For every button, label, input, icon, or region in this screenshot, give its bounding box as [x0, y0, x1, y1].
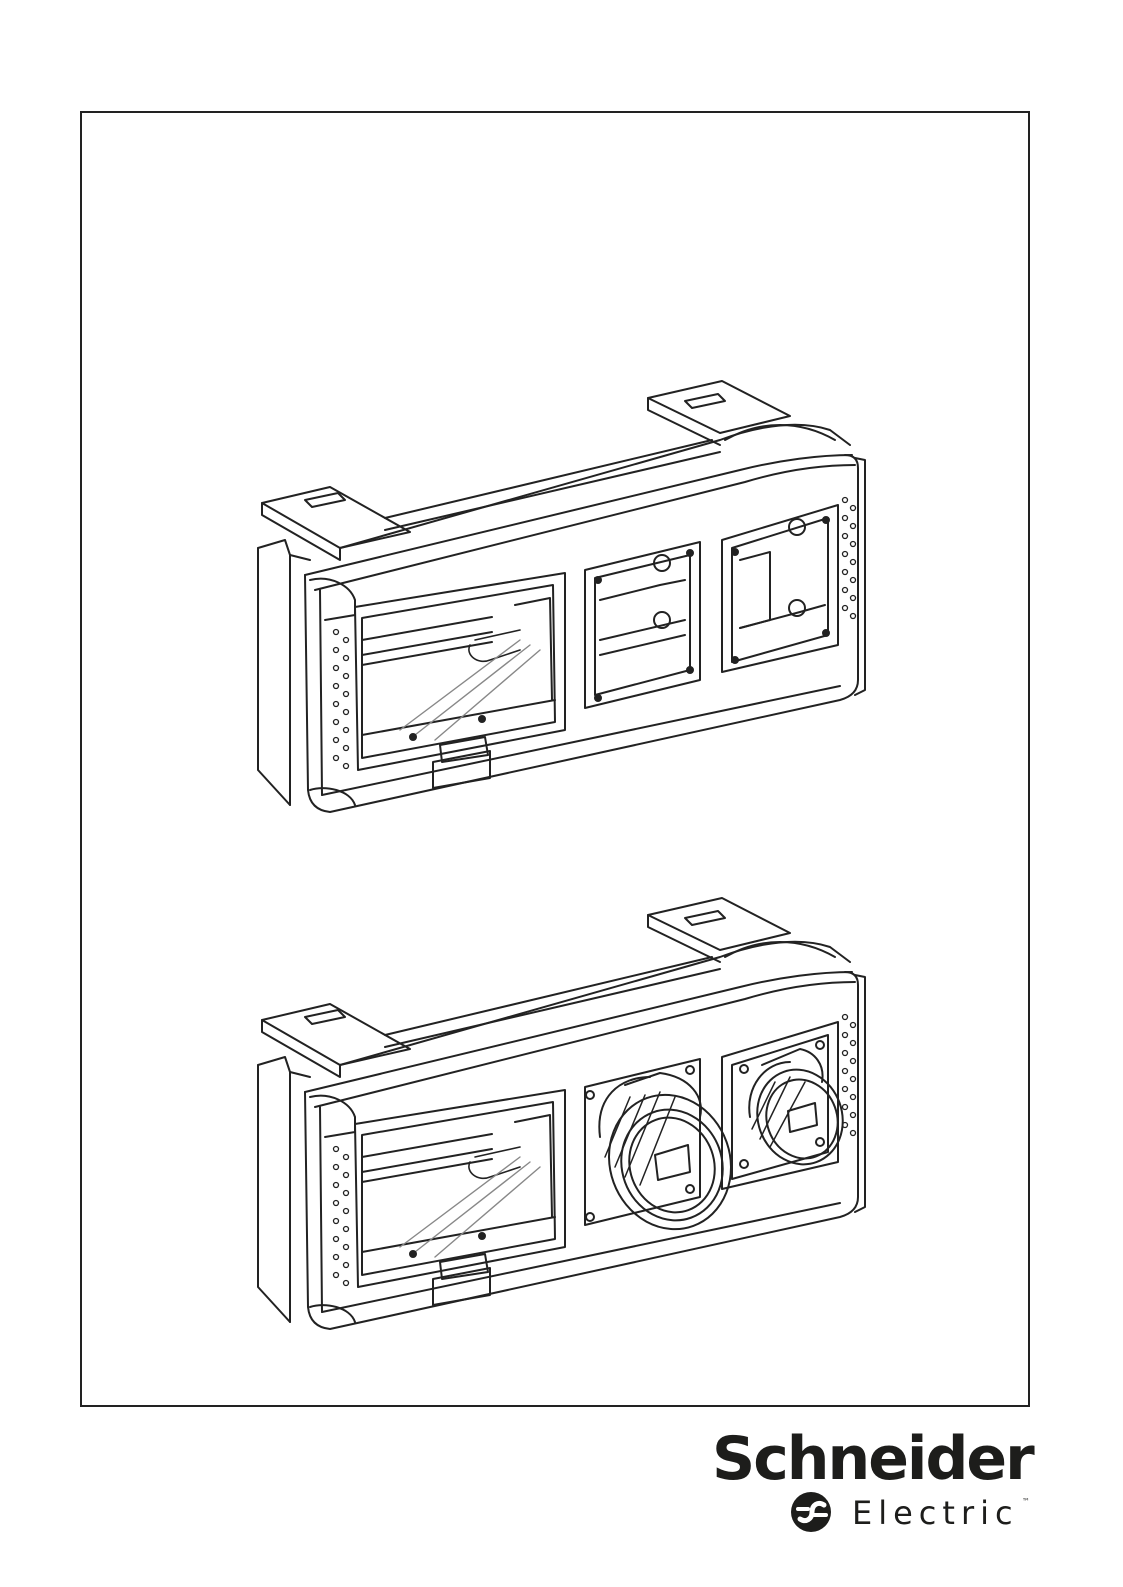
logo-symbol-icon	[788, 1489, 842, 1535]
schneider-electric-logo: Schneider Electric ™	[712, 1427, 1032, 1537]
logo-trademark: ™	[1022, 1497, 1030, 1506]
logo-wordmark: Schneider	[712, 1427, 1033, 1491]
logo-subword: Electric	[852, 1493, 1019, 1533]
enclosure-with-sockets	[258, 898, 865, 1329]
enclosure-empty-cutouts	[258, 381, 865, 812]
